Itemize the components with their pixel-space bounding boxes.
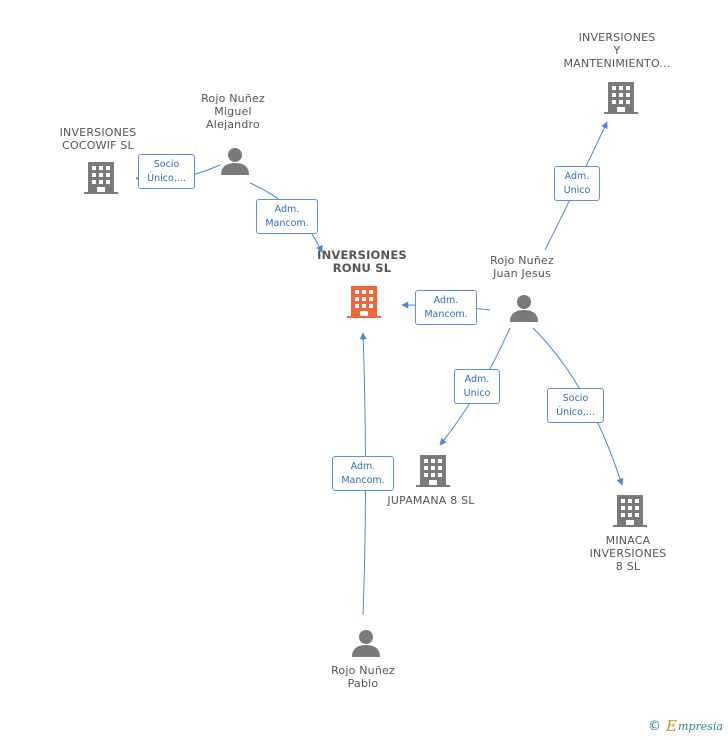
node-label-inversiones-cocowif[interactable]: INVERSIONES COCOWIF SL [59, 126, 137, 152]
building-icon[interactable] [604, 81, 638, 115]
person-icon[interactable] [220, 146, 250, 176]
node-label-inversiones-mantenimiento[interactable]: INVERSIONES Y MANTENIMIENTO... [563, 31, 671, 70]
person-icon[interactable] [351, 628, 381, 658]
node-label-minaca[interactable]: MINACA INVERSIONES 8 SL [589, 534, 667, 573]
node-label-rojo-juan[interactable]: Rojo Nuñez Juan Jesus [490, 254, 554, 280]
brand-name: mpresia [678, 720, 723, 733]
node-label-inversiones-ronu[interactable]: INVERSIONES RONU SL [317, 248, 407, 275]
edge-label-juan-mant[interactable]: Adm. Unico [554, 166, 600, 201]
edge-label-miguel-cocowif[interactable]: Socio Único,... [138, 154, 195, 189]
brand-e: E [666, 717, 677, 735]
building-icon[interactable] [613, 494, 647, 528]
edge-label-juan-jupamana[interactable]: Adm. Unico [454, 369, 500, 404]
building-icon[interactable] [416, 454, 450, 488]
node-label-jupamana[interactable]: JUPAMANA 8 SL [387, 494, 475, 507]
building-icon[interactable] [347, 285, 381, 319]
person-icon[interactable] [509, 293, 539, 323]
building-icon[interactable] [84, 161, 118, 195]
edge-label-pablo-ronu[interactable]: Adm. Mancom. [332, 456, 394, 491]
edge-label-juan-minaca[interactable]: Socio Único,... [547, 388, 604, 423]
copyright-icon: © [648, 719, 661, 734]
edge-label-juan-ronu[interactable]: Adm. Mancom. [415, 290, 477, 325]
empresia-logo: © E mpresia [648, 717, 728, 736]
node-label-rojo-miguel[interactable]: Rojo Nuñez Miguel Alejandro [201, 92, 265, 131]
node-label-rojo-pablo[interactable]: Rojo Nuñez Pablo [331, 664, 395, 690]
edge-label-miguel-ronu[interactable]: Adm. Mancom. [256, 199, 318, 234]
